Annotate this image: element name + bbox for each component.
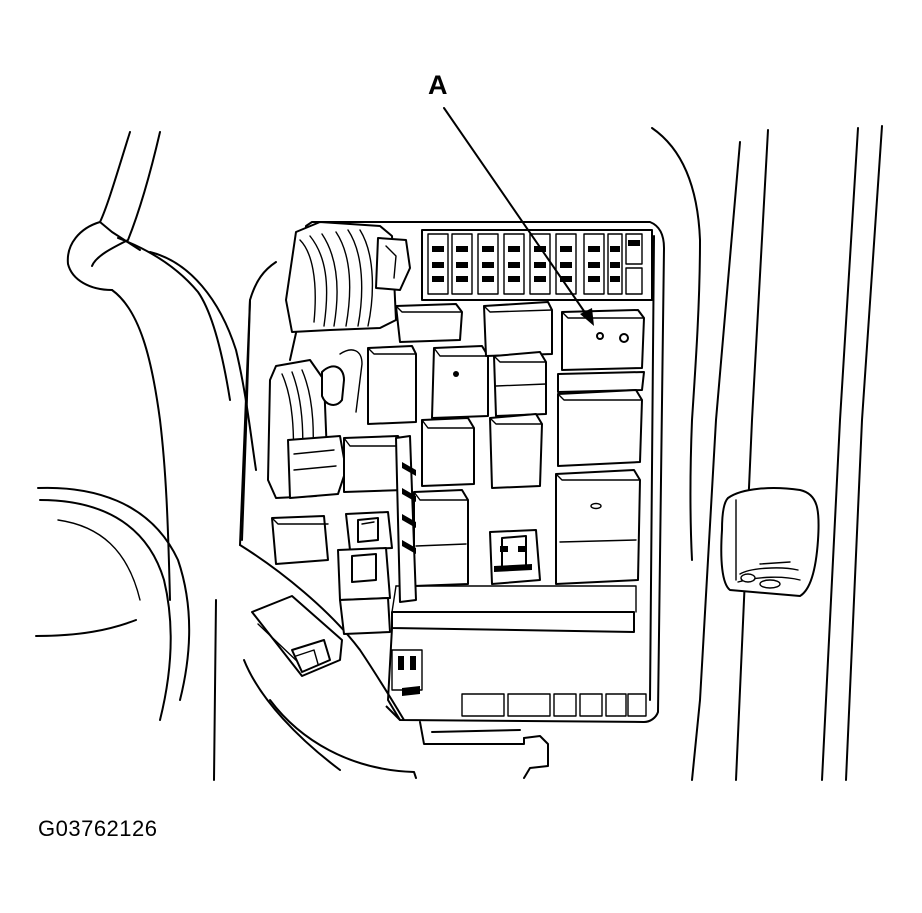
figure-id: G03762126	[38, 816, 158, 841]
relay-group-upper	[367, 301, 553, 425]
small-module	[489, 529, 541, 585]
relay-group-right	[555, 389, 643, 585]
relay-group-lower	[343, 413, 543, 587]
top-fuse-row	[421, 229, 653, 301]
wiring-harness	[267, 221, 411, 499]
callout-a-leader	[443, 107, 594, 326]
fuse-column-left	[271, 435, 417, 635]
lower-connector	[251, 595, 343, 677]
lower-structure	[213, 599, 549, 781]
callout-label-a: A	[428, 70, 448, 100]
bottom-fuse-row	[391, 649, 647, 717]
right-body-panel	[651, 125, 883, 781]
relay-a	[557, 309, 645, 393]
left-body-panel	[35, 131, 257, 721]
